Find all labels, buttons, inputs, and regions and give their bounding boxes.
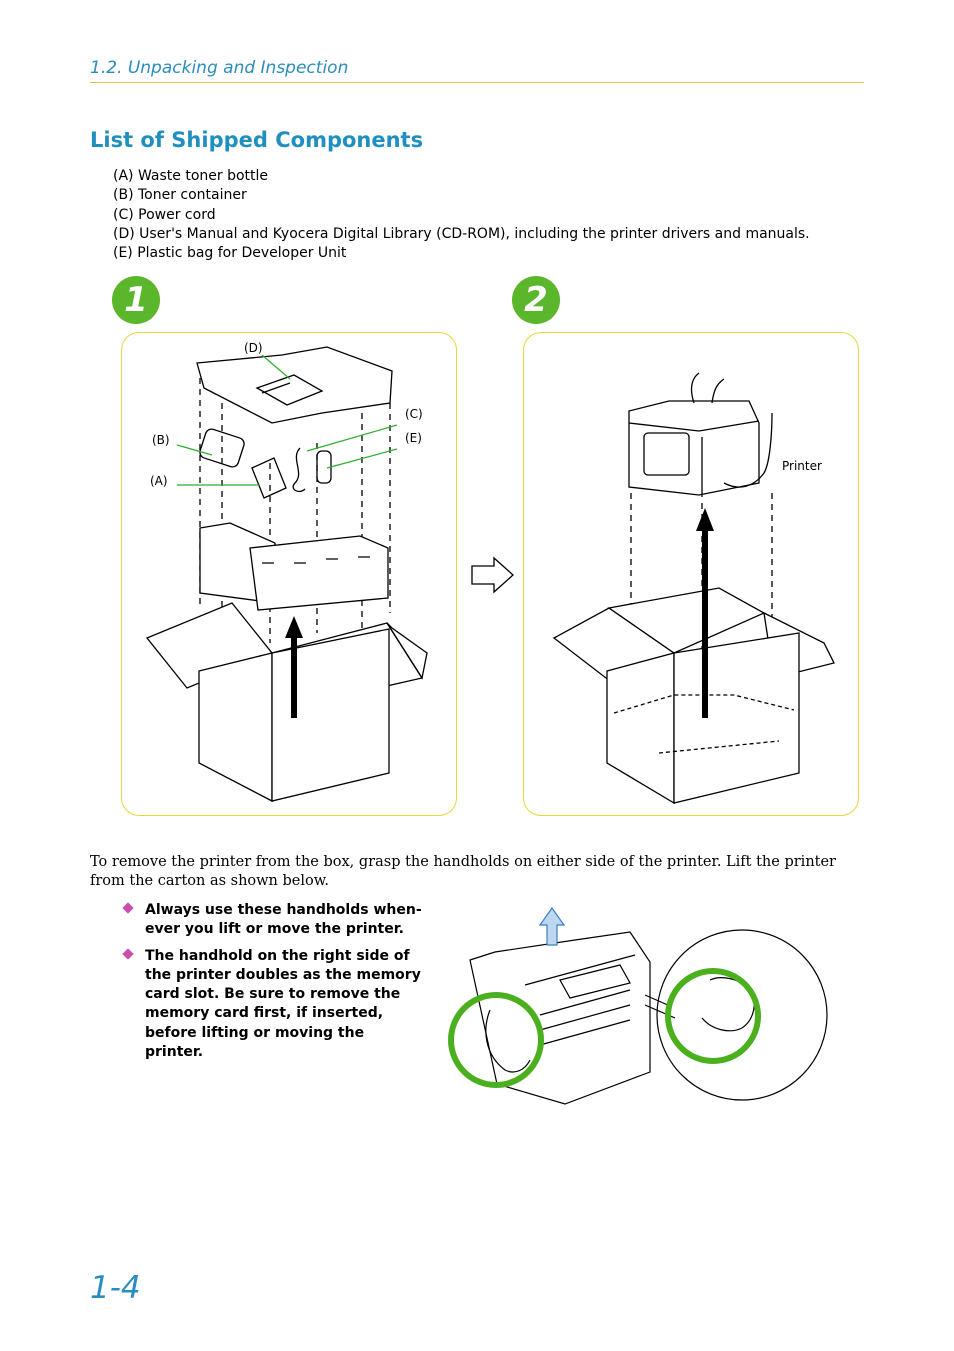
figure-2-drawing bbox=[552, 372, 835, 805]
label-b: (B) bbox=[152, 433, 170, 447]
component-item: (E) Plastic bag for Developer Unit bbox=[113, 245, 347, 262]
figure-1-drawing bbox=[145, 346, 428, 803]
section-title: List of Shipped Components bbox=[90, 128, 424, 152]
diamond-bullet-icon bbox=[122, 902, 134, 914]
instruction-paragraph: To remove the printer from the box, gras… bbox=[90, 854, 836, 889]
label-c: (C) bbox=[405, 407, 423, 421]
component-item: (C) Power cord bbox=[113, 206, 216, 223]
note-text: Always use these handholds when-ever you… bbox=[145, 902, 422, 938]
component-item: (D) User's Manual and Kyocera Digital Li… bbox=[113, 225, 810, 242]
components-list: (A) Waste toner bottle (B) Toner contain… bbox=[113, 167, 810, 263]
label-d: (D) bbox=[244, 341, 263, 355]
note-item: Always use these handholds when-ever you… bbox=[122, 901, 427, 940]
note-text: The handhold on the right side of the pr… bbox=[145, 947, 421, 1061]
next-step-arrow-icon bbox=[471, 556, 514, 594]
figure-1-panel: (D) (C) (E) (B) (A) bbox=[121, 332, 457, 816]
step-2-badge: 2 bbox=[512, 276, 560, 324]
figure-2-panel: Printer bbox=[523, 332, 859, 816]
diamond-bullet-icon bbox=[122, 947, 134, 960]
page-number: 1-4 bbox=[90, 1270, 141, 1306]
component-item: (B) Toner container bbox=[113, 187, 247, 204]
running-header: 1.2. Unpacking and Inspection bbox=[90, 58, 864, 83]
label-a: (A) bbox=[150, 474, 168, 488]
handhold-illustration bbox=[448, 906, 828, 1105]
label-printer: Printer bbox=[782, 459, 822, 473]
header-section: 1.2. Unpacking and Inspection bbox=[90, 58, 349, 78]
label-e: (E) bbox=[405, 431, 422, 445]
notes-list: Always use these handholds when-ever you… bbox=[122, 901, 427, 1069]
step-1-badge: 1 bbox=[112, 276, 160, 324]
component-item: (A) Waste toner bottle bbox=[113, 168, 269, 184]
note-item: The handhold on the right side of the pr… bbox=[122, 947, 427, 1063]
